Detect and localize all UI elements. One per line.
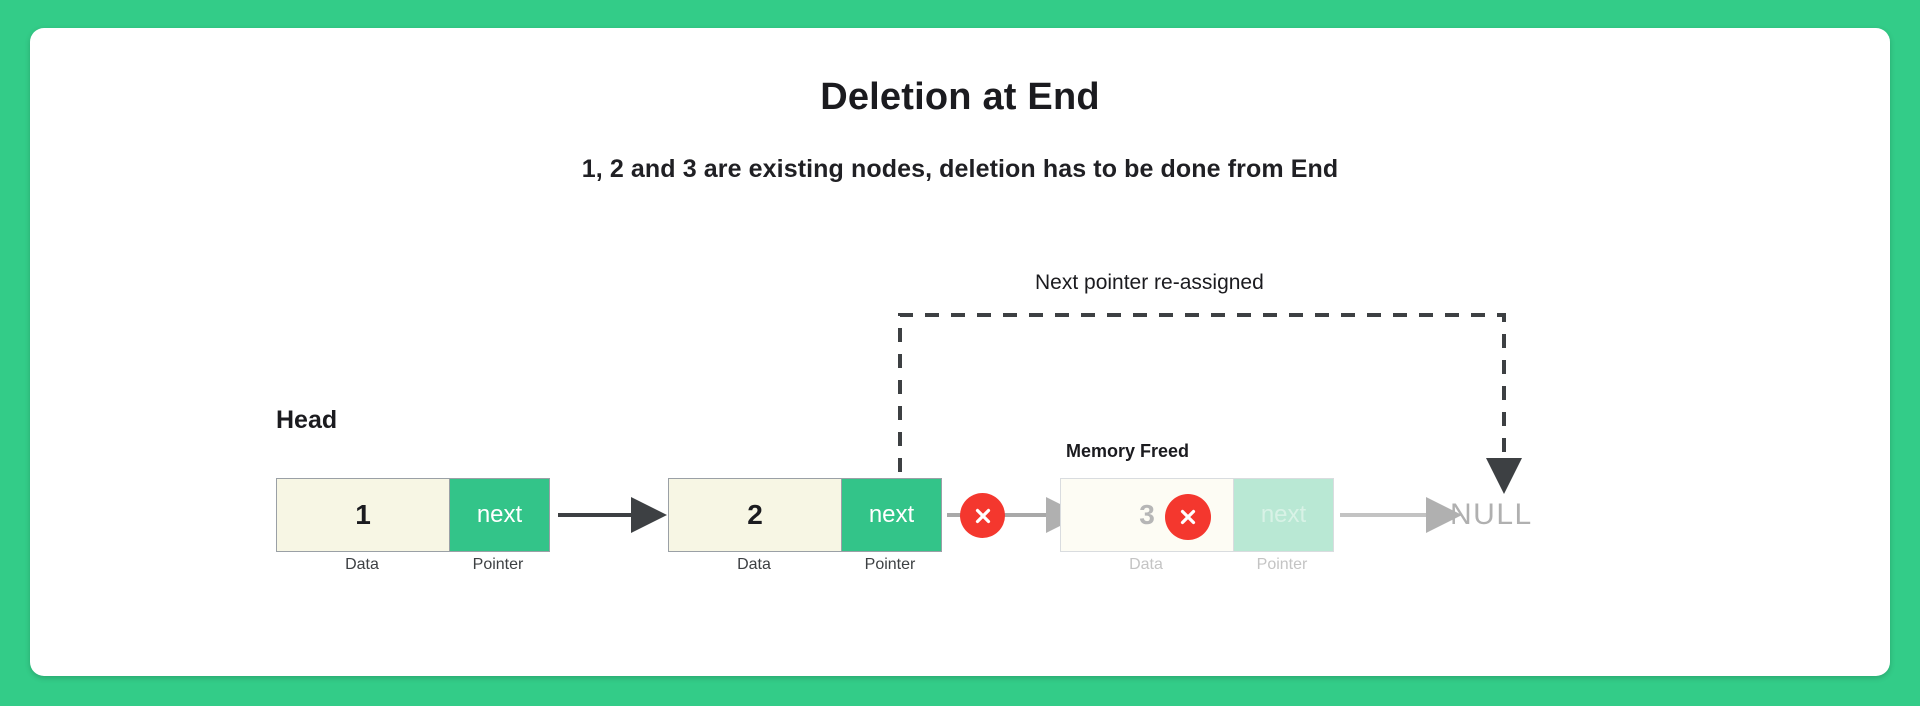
connector-layer bbox=[558, 313, 1522, 533]
head-label: Head bbox=[276, 406, 338, 434]
page-subtitle: 1, 2 and 3 are existing nodes, deletion … bbox=[581, 155, 1339, 183]
node-1-data: 1 bbox=[277, 479, 449, 551]
node-3-data-label: Data bbox=[1129, 556, 1163, 573]
reassigned-label: Next pointer re-assigned bbox=[1035, 271, 1264, 294]
memory-freed-label: Memory Freed bbox=[1066, 441, 1190, 461]
dashed-reassign-path bbox=[898, 313, 1522, 498]
close-x-icon bbox=[975, 508, 990, 523]
node-3-sublabels: Data Pointer bbox=[1060, 556, 1332, 578]
node-delete-marker bbox=[1165, 494, 1211, 540]
node-1-pointer: next bbox=[449, 479, 549, 551]
node-1-pointer-label: Pointer bbox=[472, 556, 524, 573]
link-break-marker bbox=[960, 493, 1005, 538]
diagram-card: Deletion at End 1, 2 and 3 are existing … bbox=[30, 28, 1890, 676]
node-2-pointer: next bbox=[841, 479, 941, 551]
node-2: 2 next bbox=[668, 478, 942, 552]
node-1-sublabels: Data Pointer bbox=[276, 556, 548, 578]
node-2-data-label: Data bbox=[737, 556, 771, 573]
diagram-stage: Head 1 next Data Pointer 2 next Data Poi… bbox=[30, 28, 1890, 676]
page-title: Deletion at End bbox=[820, 76, 1100, 118]
node-1-data-label: Data bbox=[345, 556, 379, 573]
node-2-data: 2 bbox=[669, 479, 841, 551]
node-2-pointer-label: Pointer bbox=[864, 556, 916, 573]
node-3-pointer-label: Pointer bbox=[1256, 556, 1308, 573]
close-x-icon bbox=[1180, 509, 1196, 525]
node-3-pointer: next bbox=[1233, 479, 1333, 551]
node-2-sublabels: Data Pointer bbox=[668, 556, 940, 578]
node-1: 1 next bbox=[276, 478, 550, 552]
null-label: NULL bbox=[1450, 498, 1533, 531]
